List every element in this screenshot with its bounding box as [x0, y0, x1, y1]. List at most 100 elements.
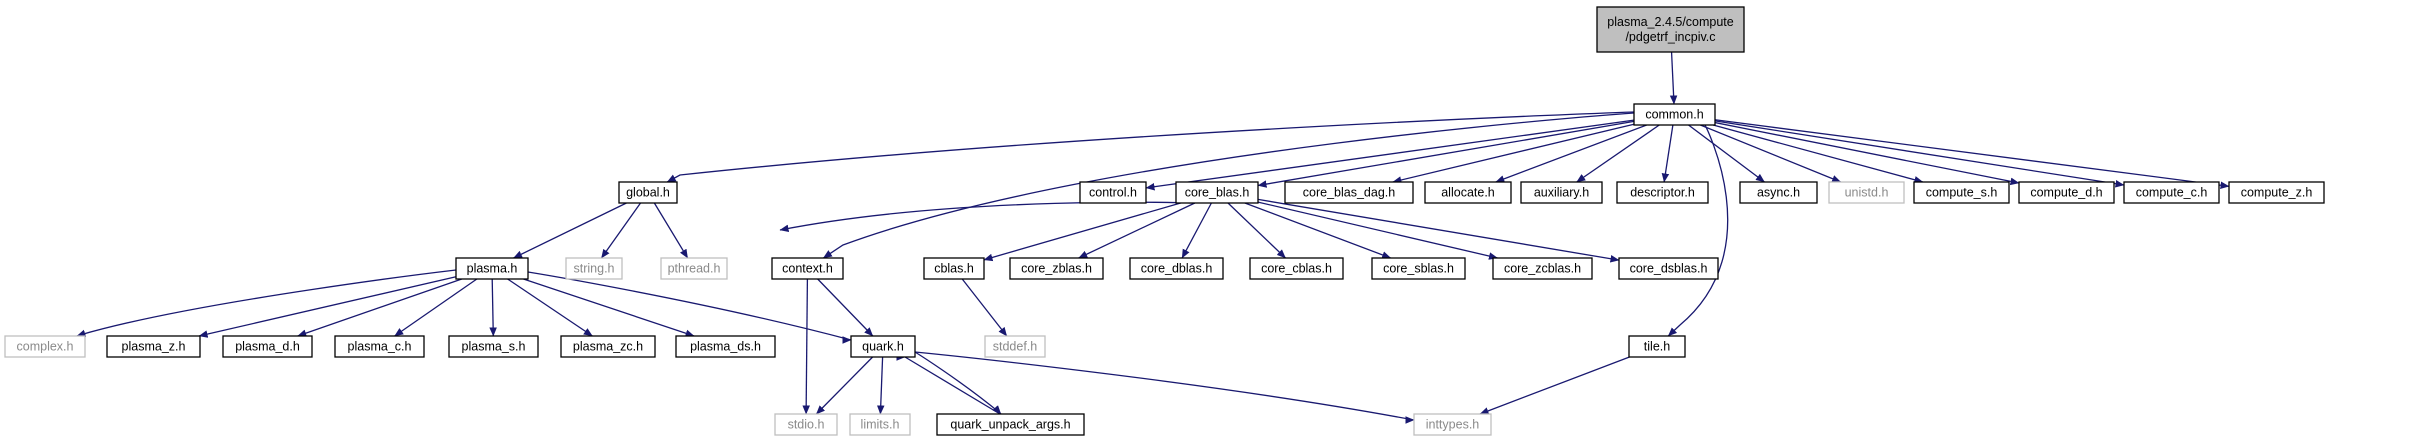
node-control[interactable]: control.h	[1079, 181, 1147, 204]
edge-plasma-to-plasma_d	[297, 278, 462, 337]
node-box	[1129, 257, 1224, 280]
node-label: unistd.h	[1845, 186, 1889, 200]
node-core-dsblas[interactable]: core_dsblas.h	[1618, 257, 1719, 280]
node-plasma-s[interactable]: plasma_s.h	[448, 335, 539, 358]
node-box	[849, 413, 911, 436]
node-label: common.h	[1645, 108, 1703, 122]
node-plasma-d[interactable]: plasma_d.h	[222, 335, 313, 358]
node-descriptor[interactable]: descriptor.h	[1616, 181, 1709, 204]
node-plasma-ds[interactable]: plasma_ds.h	[675, 335, 776, 358]
node-box	[1371, 257, 1466, 280]
node-compute-z[interactable]: compute_z.h	[2228, 181, 2325, 204]
node-allocate[interactable]: allocate.h	[1424, 181, 1512, 204]
node-label: compute_z.h	[2241, 186, 2313, 200]
edge-common-to-descriptor	[1661, 124, 1674, 183]
node-box	[565, 257, 623, 280]
node-box	[1828, 181, 1905, 204]
node-core-zblas[interactable]: core_zblas.h	[1009, 257, 1104, 280]
node-stddef: stddef.h	[984, 335, 1046, 358]
node-label: stddef.h	[993, 340, 1038, 354]
edge-core_blas-to-core_dsblas	[1257, 198, 1620, 263]
node-label: compute_c.h	[2136, 186, 2208, 200]
node-core-blas[interactable]: core_blas.h	[1175, 181, 1259, 204]
node-plasma-z[interactable]: plasma_z.h	[106, 335, 201, 358]
node-label: descriptor.h	[1630, 186, 1695, 200]
node-plasma-zc[interactable]: plasma_zc.h	[560, 335, 656, 358]
node-label: plasma_2.4.5/compute	[1607, 15, 1734, 29]
node-compute-s[interactable]: compute_s.h	[1913, 181, 2010, 204]
node-box	[675, 335, 776, 358]
node-box	[1079, 181, 1147, 204]
node-core-blas-dag[interactable]: core_blas_dag.h	[1284, 181, 1414, 204]
node-auxiliary[interactable]: auxiliary.h	[1520, 181, 1603, 204]
node-inttypes: inttypes.h	[1413, 413, 1492, 436]
edge-plasma-to-quark	[527, 271, 852, 342]
node-label: plasma_zc.h	[573, 340, 643, 354]
edge-common-to-compute_z	[1714, 119, 2230, 189]
node-tile[interactable]: tile.h	[1628, 335, 1686, 358]
node-core-dblas[interactable]: core_dblas.h	[1129, 257, 1224, 280]
edge-global-to-pthread	[653, 202, 689, 259]
node-plasma-c[interactable]: plasma_c.h	[334, 335, 425, 358]
node-label: control.h	[1089, 186, 1137, 200]
node-box	[222, 335, 313, 358]
node-compute-d[interactable]: compute_d.h	[2018, 181, 2115, 204]
edge-common-to-auxiliary	[1576, 124, 1660, 183]
node-compute-c[interactable]: compute_c.h	[2123, 181, 2220, 204]
node-context[interactable]: context.h	[771, 257, 844, 280]
edge-core_blas-to-core_dblas	[1181, 202, 1212, 259]
edge-core_blas-to-cblas	[983, 202, 1181, 262]
node-label: core_cblas.h	[1261, 262, 1332, 276]
node-label: plasma_ds.h	[690, 340, 761, 354]
node-label: core_dblas.h	[1141, 262, 1213, 276]
edge-core_blas-to-core_cblas	[1227, 202, 1286, 259]
node-label: plasma_z.h	[122, 340, 186, 354]
node-string: string.h	[565, 257, 623, 280]
node-label: quark_unpack_args.h	[950, 418, 1070, 432]
header-nodes: plasma_2.4.5/compute/pdgetrf_incpiv.ccom…	[4, 6, 2325, 436]
node-box	[2228, 181, 2325, 204]
node-box	[1633, 103, 1716, 126]
node-box	[774, 413, 838, 436]
edge-common-to-async	[1688, 124, 1765, 183]
node-label: pthread.h	[668, 262, 721, 276]
node-label: stdio.h	[788, 418, 825, 432]
node-label: complex.h	[17, 340, 74, 354]
node-box	[560, 335, 656, 358]
node-box	[1492, 257, 1593, 280]
node-box	[1413, 413, 1492, 436]
edge-common-to-control	[1145, 119, 1635, 191]
node-label: plasma_s.h	[462, 340, 526, 354]
node-core-sblas[interactable]: core_sblas.h	[1371, 257, 1466, 280]
node-quark[interactable]: quark.h	[850, 335, 916, 358]
node-label: auxiliary.h	[1534, 186, 1589, 200]
node-global[interactable]: global.h	[618, 181, 678, 204]
node-box	[2123, 181, 2220, 204]
node-box	[2018, 181, 2115, 204]
node-label: plasma_d.h	[235, 340, 300, 354]
edge-cblas-to-stddef	[961, 278, 1008, 337]
node-box	[1913, 181, 2010, 204]
edge-global-to-string	[600, 202, 642, 259]
node-label: core_zblas.h	[1021, 262, 1092, 276]
edge-plasma-to-plasma_c	[394, 278, 478, 337]
node-cblas[interactable]: cblas.h	[923, 257, 985, 280]
node-core-zcblas[interactable]: core_zcblas.h	[1492, 257, 1593, 280]
node-plasma[interactable]: plasma.h	[455, 257, 529, 280]
node-async[interactable]: async.h	[1739, 181, 1818, 204]
node-label: /pdgetrf_incpiv.c	[1625, 30, 1715, 44]
edge-common-to-global	[666, 111, 1635, 183]
node-pthread: pthread.h	[660, 257, 728, 280]
node-quark-unpack-args[interactable]: quark_unpack_args.h	[936, 413, 1085, 436]
edge-core_blas-to-core_zcblas	[1257, 201, 1498, 260]
node-box	[448, 335, 539, 358]
node-core-cblas[interactable]: core_cblas.h	[1249, 257, 1344, 280]
node-box	[1175, 181, 1259, 204]
node-common[interactable]: common.h	[1633, 103, 1716, 126]
node-box	[984, 335, 1046, 358]
edge-common-to-core_blas_dag	[1392, 123, 1635, 184]
node-label: context.h	[782, 262, 833, 276]
node-box	[1249, 257, 1344, 280]
node-label: cblas.h	[934, 262, 974, 276]
node-root[interactable]: plasma_2.4.5/compute/pdgetrf_incpiv.c	[1596, 6, 1745, 53]
